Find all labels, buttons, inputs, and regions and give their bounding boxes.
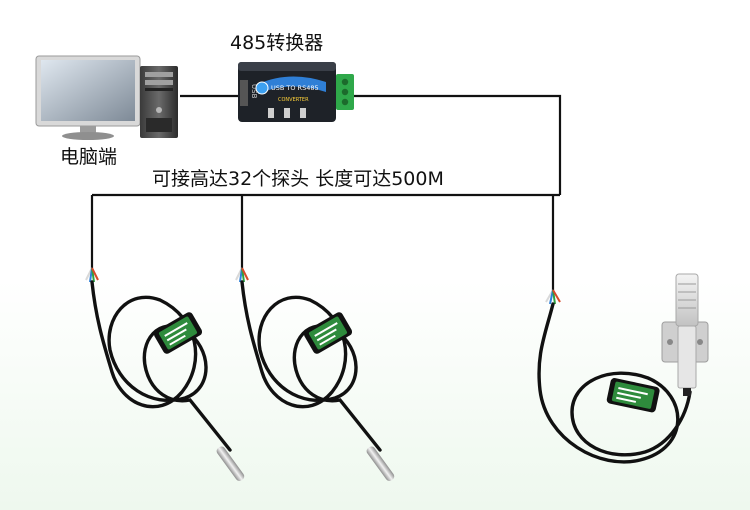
chain-capacity-note: 可接高达32个探头 长度可达500M — [152, 168, 444, 190]
bus-wires — [90, 94, 562, 290]
wire-leads — [545, 289, 561, 305]
terminal-screw-icon — [341, 78, 349, 86]
wire-leads — [235, 267, 249, 283]
steel-probe-tip — [216, 446, 245, 481]
probe-cable — [537, 302, 692, 464]
probe-cable — [240, 280, 382, 452]
usb-port — [240, 80, 248, 106]
humidity-probe-3 — [537, 273, 709, 464]
temperature-probe-1 — [85, 267, 245, 481]
pc-label: 电脑端 — [60, 146, 118, 168]
computer — [35, 55, 178, 140]
usb-port-label: USB — [250, 84, 258, 99]
converter-label: 485转换器 — [230, 32, 324, 54]
monitor-screen — [41, 60, 135, 121]
wire-leads — [85, 267, 99, 283]
converter-face-label: USB TO RS485 — [271, 84, 319, 92]
transmitter-module — [303, 312, 353, 354]
transmitter-module — [606, 378, 660, 413]
monitor — [35, 55, 141, 140]
terminal-screw-icon — [341, 88, 349, 96]
steel-probe-tip — [366, 446, 395, 481]
terminal-block — [336, 74, 354, 110]
status-leds — [268, 108, 306, 118]
converter-logo-swoosh — [258, 76, 326, 94]
sensor-shield-housing — [661, 273, 709, 396]
pc-tower — [140, 66, 178, 138]
temperature-probe-2 — [235, 267, 395, 481]
transmitter-module — [153, 312, 203, 354]
converter-sub-label: CONVERTER — [278, 97, 309, 103]
bracket-hole-icon — [697, 339, 703, 345]
monitor-stand — [62, 132, 114, 140]
power-button-icon — [156, 107, 162, 113]
bracket-hole-icon — [667, 339, 673, 345]
sensor-body — [677, 325, 697, 389]
probe-cable — [90, 280, 232, 452]
converter-logo-icon — [255, 81, 269, 95]
converter-to-bus-wire — [352, 94, 562, 195]
usb-rs485-converter: USB USB TO RS485 CONVERTER — [238, 62, 354, 122]
terminal-screw-icon — [341, 98, 349, 106]
